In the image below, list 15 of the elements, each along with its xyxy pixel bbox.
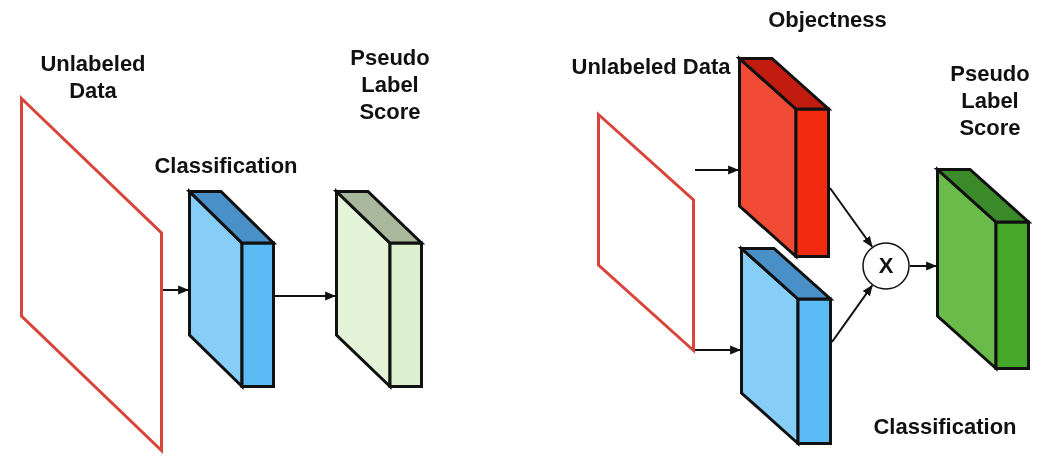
block-heading: Pseudo Label Score bbox=[349, 44, 431, 125]
block-heading: Classification bbox=[153, 152, 299, 179]
arrow bbox=[694, 165, 740, 175]
arrow bbox=[274, 291, 337, 301]
block-heading: Objectness bbox=[767, 6, 888, 33]
arrow bbox=[829, 187, 873, 248]
arrow bbox=[909, 261, 938, 271]
block-heading: Unlabeled Data bbox=[39, 50, 147, 104]
block-heading: Classification bbox=[872, 413, 1018, 440]
arrow bbox=[694, 345, 742, 355]
arrow bbox=[831, 284, 874, 343]
multiply-sign: X bbox=[877, 254, 895, 278]
block-heading: Unlabeled Data bbox=[570, 53, 732, 80]
arrow bbox=[162, 285, 190, 295]
block-heading: Pseudo Label Score bbox=[949, 60, 1031, 141]
